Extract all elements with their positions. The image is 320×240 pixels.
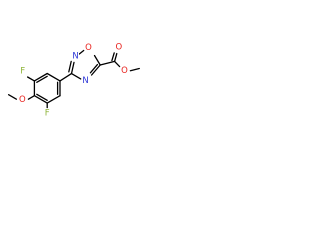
bond <box>99 60 116 66</box>
bond <box>78 49 85 55</box>
ring-nitrogen-bottom-atom: N <box>82 76 89 86</box>
ester-oxygen-atom: O <box>121 66 128 76</box>
fluorine-top-label: F <box>20 67 25 77</box>
bond <box>70 72 82 80</box>
methoxy-oxygen-label: O <box>19 95 26 105</box>
molecule-structure: F O F N O N O <box>7 42 140 119</box>
bond <box>111 52 115 62</box>
fluorine-bottom-label: F <box>45 108 50 118</box>
ring-nitrogen-bottom-label: N <box>82 76 88 86</box>
bond <box>89 63 99 74</box>
ester-oxygen-label: O <box>121 66 128 76</box>
bond <box>68 60 72 73</box>
methoxy-oxygen-atom: O <box>18 95 26 106</box>
bond <box>36 93 48 101</box>
bond <box>7 94 18 100</box>
bond <box>46 72 61 82</box>
ring-nitrogen-top-atom: N <box>72 51 79 62</box>
ring-oxygen-atom: O <box>85 43 92 53</box>
carbonyl-oxygen-atom: O <box>115 42 123 53</box>
bond <box>129 67 140 72</box>
structure-canvas: F O F N O N O <box>0 0 152 152</box>
bond <box>70 61 75 75</box>
bond <box>27 95 36 100</box>
bond <box>93 54 101 66</box>
bond <box>33 95 48 104</box>
fluorine-top-atom: F <box>19 66 27 77</box>
bond <box>26 76 36 82</box>
bond <box>113 52 118 63</box>
atom-labels: F O F N O N O <box>18 42 128 119</box>
carbonyl-oxygen-label: O <box>116 43 123 53</box>
bond <box>33 72 48 82</box>
bond <box>46 95 61 104</box>
bond <box>113 60 121 68</box>
ring-oxygen-label: O <box>85 43 92 53</box>
ring-nitrogen-top-label: N <box>72 52 78 62</box>
bond <box>90 64 101 76</box>
bond <box>36 75 48 83</box>
bond-layer <box>7 49 140 109</box>
bond <box>59 72 73 82</box>
fluorine-bottom-atom: F <box>43 108 51 119</box>
